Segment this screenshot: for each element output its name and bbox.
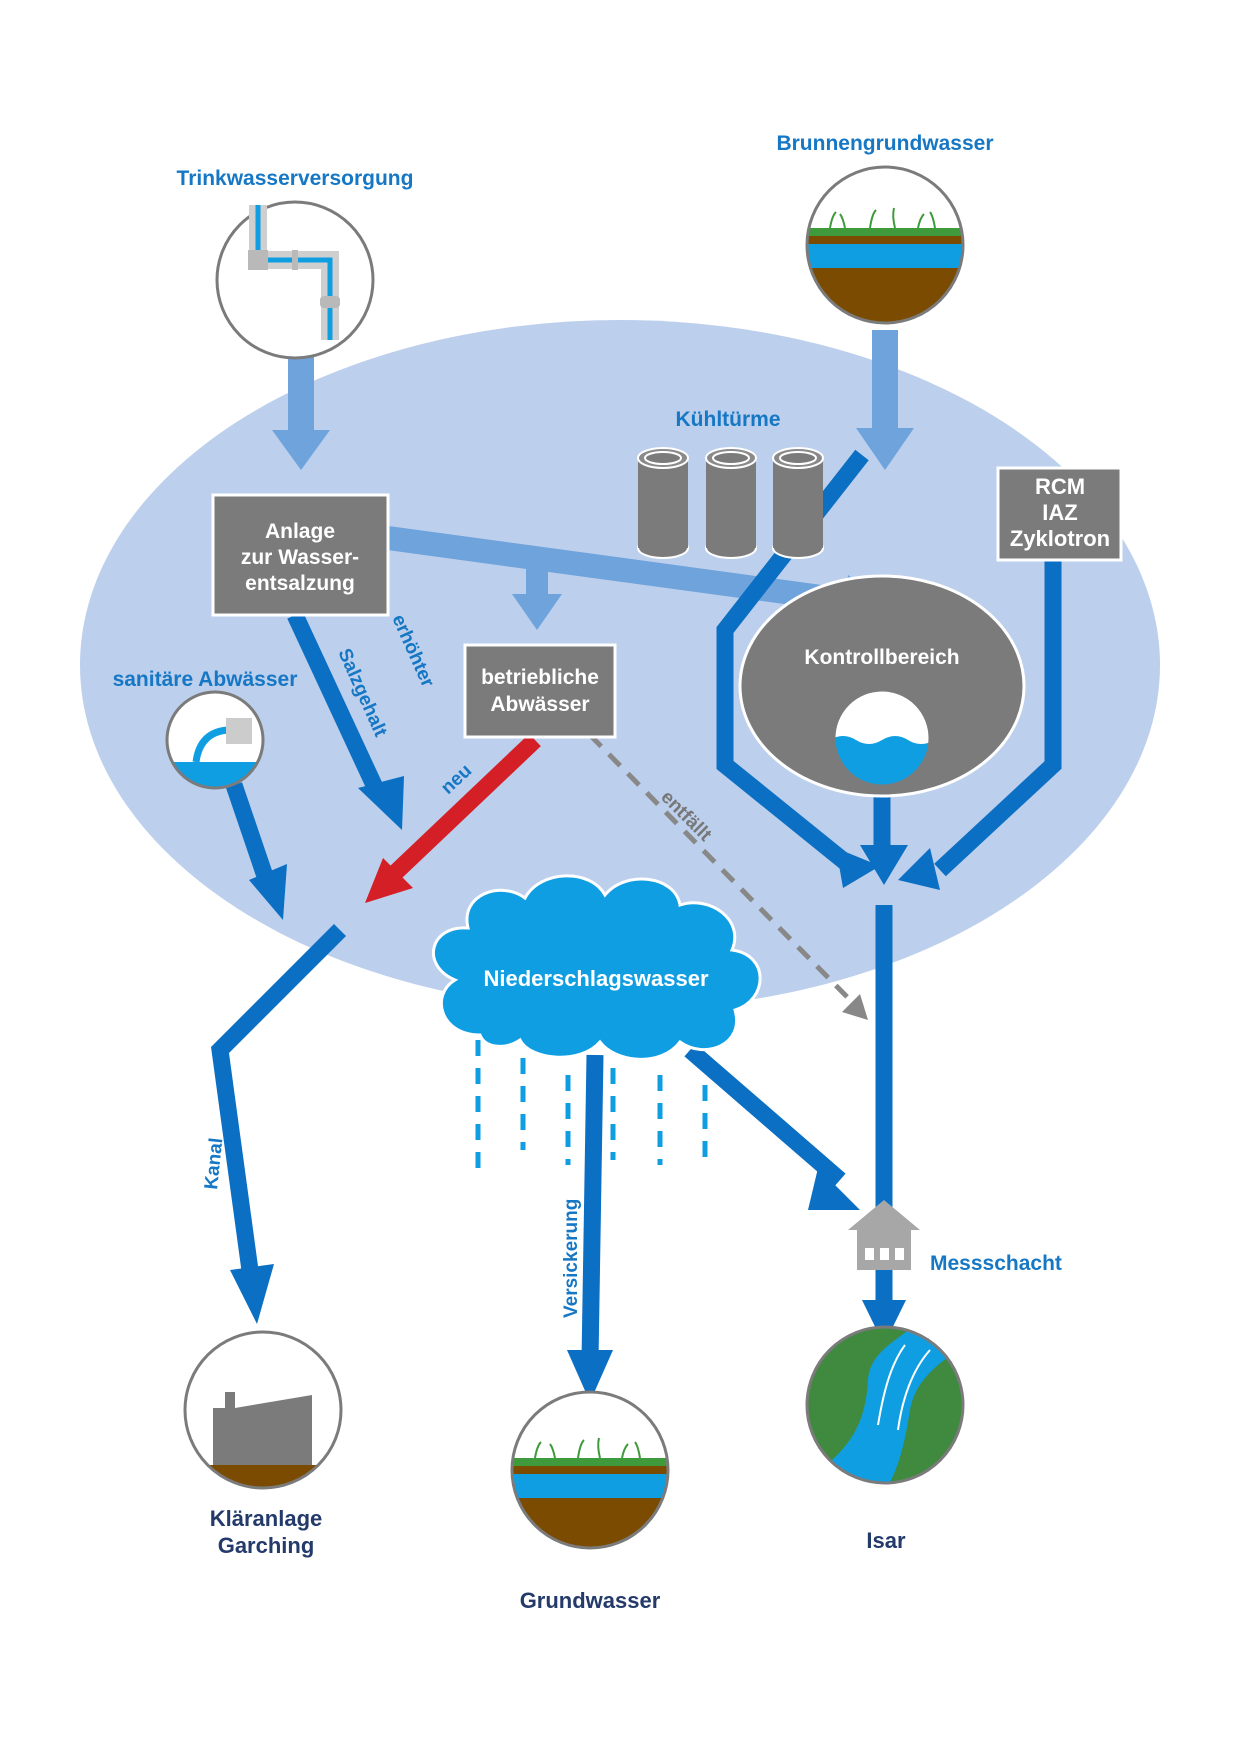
label-kuehltuerme: Kühltürme xyxy=(676,408,781,431)
label-klaeranlage-line1: Kläranlage xyxy=(210,1506,323,1531)
label-versickerung: Versickerung xyxy=(561,1199,582,1318)
box-betrieblich xyxy=(463,643,617,739)
box-entsalzung-line2: zur Wasser- xyxy=(241,546,359,569)
river-icon xyxy=(805,1325,965,1485)
label-kontrollbereich: Kontrollbereich xyxy=(804,646,959,669)
treatment-plant-icon xyxy=(183,1330,343,1490)
label-kanal: Kanal xyxy=(201,1137,227,1191)
label-niederschlag: Niederschlagswasser xyxy=(483,966,708,991)
box-betrieblich-line1: betriebliche xyxy=(481,666,599,689)
label-grundwasser: Grundwasser xyxy=(520,1588,661,1613)
box-rcm xyxy=(996,466,1123,562)
box-rcm-line2: IAZ xyxy=(1042,500,1077,525)
box-rcm-line3: Zyklotron xyxy=(1010,526,1110,551)
soil-icon xyxy=(805,165,965,325)
flow-entsalzung-kontroll xyxy=(386,526,860,614)
cloud-icon xyxy=(432,874,762,1061)
groundwater-icon xyxy=(510,1390,670,1550)
pipe-icon xyxy=(215,200,375,360)
label-trinkwasser: Trinkwasserversorgung xyxy=(177,167,414,190)
label-klaeranlage-line2: Garching xyxy=(218,1533,315,1558)
flow-neu-head xyxy=(365,858,413,903)
box-entsalzung-line3: entsalzung xyxy=(245,572,355,595)
label-sanitaer: sanitäre Abwässer xyxy=(113,668,298,691)
dark-flow-heads xyxy=(230,776,940,1402)
box-entsalzung-line1: Anlage xyxy=(265,520,335,543)
label-brunnen: Brunnengrundwasser xyxy=(776,132,993,155)
kontrollbereich-area xyxy=(738,574,1026,798)
manhole-house-icon xyxy=(848,1200,920,1270)
box-betrieblich-line2: Abwässer xyxy=(490,693,589,716)
cooling-towers-icon xyxy=(637,447,824,559)
label-messschacht: Messschacht xyxy=(930,1252,1062,1275)
flow-neu xyxy=(389,733,541,880)
box-rcm-line1: RCM xyxy=(1035,474,1085,499)
flow-entfaellt-head xyxy=(842,994,868,1020)
rain-icon xyxy=(475,1040,708,1180)
flow-entfaellt xyxy=(588,733,857,1007)
label-isar: Isar xyxy=(866,1528,906,1553)
box-entsalzung xyxy=(211,493,390,617)
